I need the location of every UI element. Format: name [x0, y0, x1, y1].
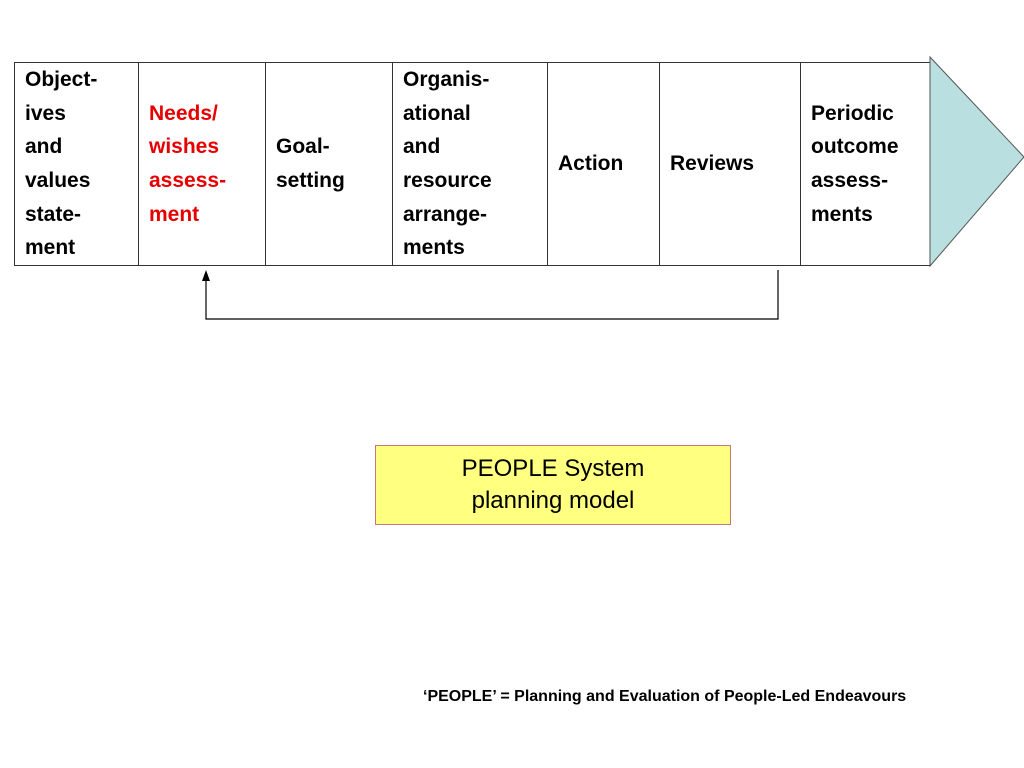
planning-stages-strip: Object- ives and values state- ment Need… [14, 62, 931, 266]
feedback-arrowhead [202, 270, 210, 281]
feedback-loop-arrow [205, 270, 779, 320]
title-box: PEOPLE System planning model [375, 445, 731, 525]
stage-periodic-outcome-assessments: Periodic outcome assess- ments [801, 63, 931, 265]
diagram-title: PEOPLE System planning model [461, 455, 645, 514]
stage-action: Action [548, 63, 660, 265]
stage-needs-assessment: Needs/ wishes assess- ment [139, 63, 266, 265]
process-arrowhead [929, 55, 1024, 268]
stage-goal-setting: Goal- setting [266, 63, 393, 265]
stage-organisational-arrangements: Organis- ational and resource arrange- m… [393, 63, 548, 265]
acronym-footnote: ‘PEOPLE’ = Planning and Evaluation of Pe… [423, 688, 907, 705]
stage-objectives-values: Object- ives and values state- ment [15, 63, 139, 265]
stage-reviews: Reviews [660, 63, 801, 265]
